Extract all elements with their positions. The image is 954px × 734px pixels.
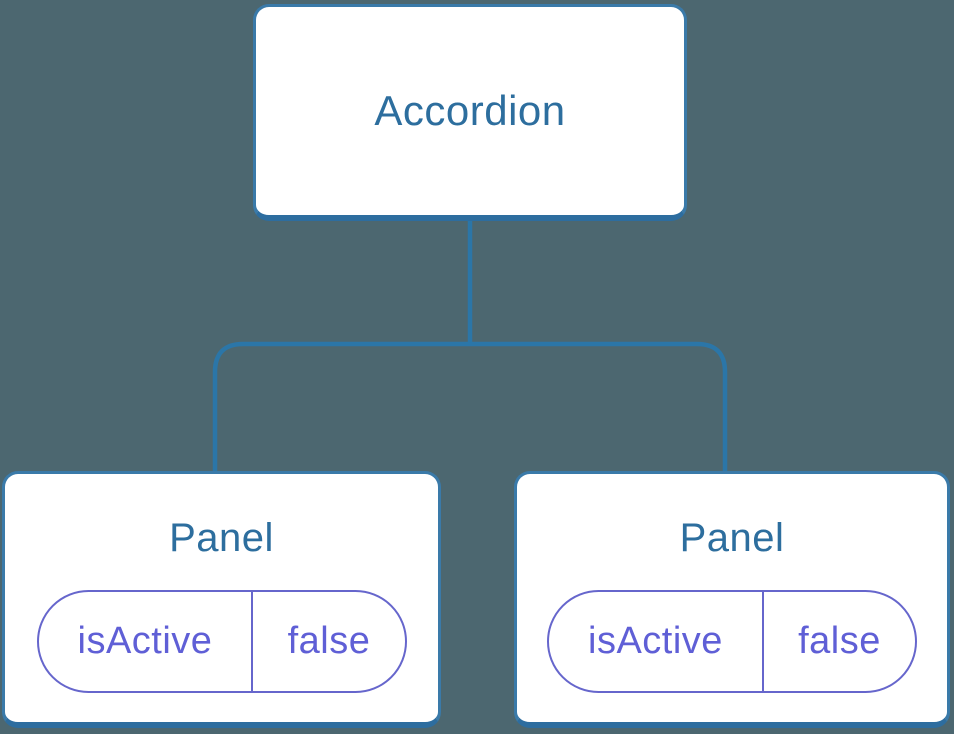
accordion-node-label: Accordion [374, 86, 566, 134]
connector-branch [212, 341, 728, 473]
state-key: isActive [39, 592, 254, 691]
panel-right-label: Panel [679, 516, 785, 560]
tree-node-accordion: Accordion [253, 4, 687, 221]
tree-node-panel-right: Panel isActive false [514, 471, 950, 728]
panel-right-state-pill: isActive false [547, 590, 917, 693]
state-value: false [287, 620, 371, 662]
tree-node-panel-left: Panel isActive false [2, 471, 441, 728]
state-key: isActive [549, 592, 764, 691]
panel-left-state-pill: isActive false [36, 590, 407, 693]
state-value: false [798, 620, 881, 662]
panel-left-label: Panel [169, 516, 274, 560]
